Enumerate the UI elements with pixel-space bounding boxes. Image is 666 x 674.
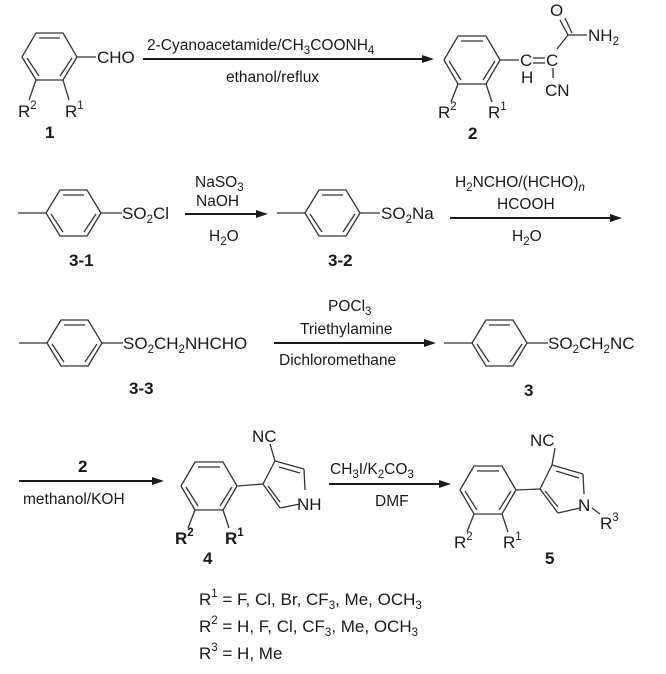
solvent-below: H2O [512, 228, 542, 248]
isocyanide-group: SO2CH2NC [548, 334, 635, 356]
compound-number: 2 [468, 124, 477, 143]
compound-2: C C H O NH2 CN R2 R1 2 [438, 1, 619, 143]
pyrrole-ring [262, 460, 306, 509]
r1-label: R1 [503, 531, 522, 552]
reagent-line1: H2NCHO/(HCHO)n [455, 174, 585, 194]
nitrile-group: NC [530, 431, 555, 450]
r2-label: R2 [454, 531, 473, 552]
nitrile-group: CN [545, 81, 570, 100]
reaction-arrow-step5: 2 methanol/KOH [19, 457, 164, 508]
substituent-r2: R2 = H, F, Cl, CF3, Me, OCH3 [199, 615, 418, 639]
solvent-below: DMF [375, 493, 409, 510]
reaction-arrow-step6: CH3I/K2CO3 DMF [329, 461, 451, 510]
compound-5: NC N R3 R2 R1 5 [454, 431, 619, 568]
benzene-ring [471, 319, 528, 367]
vinyl-hydrogen: H [521, 68, 533, 87]
r2-label: R2 [175, 527, 194, 548]
compound-number: 5 [545, 549, 554, 568]
benzene-ring [180, 461, 238, 511]
compound-number: 3-1 [69, 251, 94, 270]
substituent-r3: R3 = H, Me [199, 642, 282, 663]
benzene-ring [45, 189, 102, 237]
compound-1: CHO R2 R1 1 [18, 32, 135, 142]
conditions-below: methanol/KOH [23, 491, 125, 508]
aldehyde-group: CHO [97, 48, 135, 67]
bond-r2 [28, 79, 37, 101]
conditions-below: ethanol/reflux [226, 69, 319, 86]
benzene-ring [46, 319, 103, 367]
reagent-line1: NaSO3 [195, 174, 244, 194]
formamide-group: SO2CH2NHCHO [123, 334, 247, 356]
solvent-below: H2O [209, 228, 239, 248]
r1-label: R1 [225, 527, 244, 548]
r2-label: R2 [18, 100, 37, 121]
vinyl-carbon: C [520, 51, 532, 70]
reagent-compound-2: 2 [78, 457, 87, 476]
compound-3-1: SO2Cl 3-1 [18, 189, 169, 270]
benzene-ring [443, 35, 501, 85]
compound-3: SO2CH2NC 3 [444, 319, 635, 400]
pyrrole-nitrogen: N [578, 496, 590, 515]
benzene-ring [21, 32, 78, 81]
compound-number: 1 [45, 123, 54, 142]
benzene-ring [459, 465, 517, 515]
substituent-r1: R1 = F, Cl, Br, CF3, Me, OCH3 [199, 588, 422, 612]
sulfonyl-chloride: SO2Cl [122, 204, 169, 226]
reagent-line2: Triethylamine [300, 321, 392, 338]
reagent-line2: NaOH [196, 193, 239, 210]
reagent-above: CH3I/K2CO3 [330, 461, 414, 481]
compound-4: NC NH R2 R1 4 [175, 427, 322, 568]
bond-r1 [62, 79, 70, 101]
reaction-arrow-step2: NaSO3 NaOH H2O [185, 174, 268, 248]
compound-3-3: SO2CH2NHCHO 3-3 [19, 319, 247, 398]
sodium-sulfinate: SO2Na [381, 204, 434, 226]
compound-number: 3-2 [328, 251, 353, 270]
alpha-carbon: C [546, 51, 558, 70]
r1-label: R1 [65, 100, 84, 121]
solvent-below: Dichloromethane [279, 352, 396, 369]
amide-nh2: NH2 [588, 26, 619, 48]
reaction-arrow-step3: H2NCHO/(HCHO)n HCOOH H2O [450, 174, 622, 248]
reagent-line2: HCOOH [497, 196, 555, 213]
r1-label: R1 [488, 101, 507, 122]
carbonyl-oxygen: O [550, 1, 563, 20]
compound-number: 4 [203, 549, 213, 568]
pyrrole-nh: NH [297, 495, 322, 514]
pyrrole-ring [539, 464, 585, 514]
r3-label: R3 [600, 512, 619, 533]
reagent-line1: POCl3 [328, 298, 371, 318]
reaction-arrow-step4: POCl3 Triethylamine Dichloromethane [274, 298, 436, 369]
reaction-arrow-step1: 2-Cyanoacetamide/CH3COONH4 ethanol/reflu… [143, 37, 434, 86]
compound-number: 3-3 [129, 379, 154, 398]
nitrile-group: NC [252, 427, 277, 446]
substituent-legend: R1 = F, Cl, Br, CF3, Me, OCH3 R2 = H, F,… [199, 588, 422, 663]
compound-number: 3 [524, 381, 533, 400]
r2-label: R2 [438, 101, 457, 122]
reagent-above: 2-Cyanoacetamide/CH3COONH4 [147, 37, 375, 57]
benzene-ring [304, 189, 361, 237]
compound-3-2: SO2Na 3-2 [277, 189, 434, 270]
